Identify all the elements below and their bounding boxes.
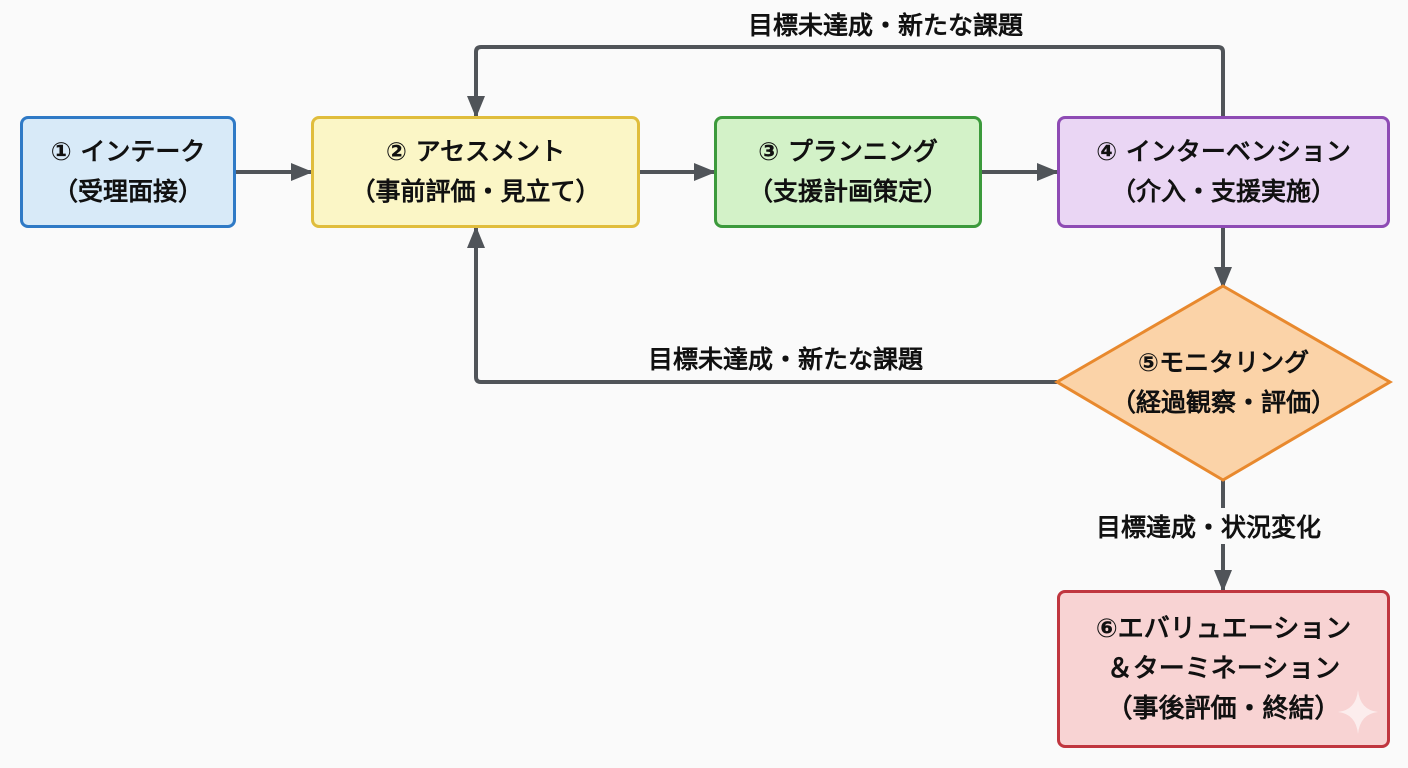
node-evaluation-termination[interactable]: ⑥エバリュエーション ＆ターミネーション （事後評価・終結） bbox=[1057, 590, 1390, 748]
sparkle-icon bbox=[1338, 690, 1378, 734]
node-assessment[interactable]: ② アセスメント （事前評価・見立て） bbox=[311, 116, 640, 228]
monitoring-diamond[interactable] bbox=[1054, 284, 1393, 482]
node-intervention-subtitle: （介入・支援実施） bbox=[1110, 177, 1336, 206]
edge-label-goal-achieved: 目標達成・状況変化 bbox=[1094, 508, 1324, 544]
node-intake-subtitle: （受理面接） bbox=[52, 177, 203, 206]
edge-label-monitoring-loop: 目標未達成・新たな課題 bbox=[648, 345, 924, 374]
node-monitoring-title: ⑤モニタリング bbox=[1137, 348, 1310, 377]
node-assessment-title: ② アセスメント bbox=[385, 137, 566, 166]
node-planning-title: ③ プランニング bbox=[758, 137, 938, 166]
edge-monitoring-loop-to-assessment bbox=[467, 226, 1057, 384]
node-intake[interactable]: ① インテーク （受理面接） bbox=[20, 116, 236, 228]
node-assessment-subtitle: （事前評価・見立て） bbox=[350, 177, 601, 206]
node-intervention[interactable]: ④ インターベンション （介入・支援実施） bbox=[1057, 116, 1390, 228]
node-termination-title: ＆ターミネーション bbox=[1106, 654, 1341, 684]
node-intervention-title: ④ インターベンション bbox=[1096, 137, 1351, 166]
node-planning[interactable]: ③ プランニング （支援計画策定） bbox=[714, 116, 982, 228]
node-monitoring: ⑤モニタリング （経過観察・評価） bbox=[1057, 286, 1390, 480]
node-evaluation-title: ⑥エバリュエーション bbox=[1095, 614, 1352, 644]
edge-label-top-loop: 目標未達成・新たな課題 bbox=[748, 11, 1024, 40]
node-planning-subtitle: （支援計画策定） bbox=[747, 177, 948, 206]
node-evaluation-subtitle: （事後評価・終結） bbox=[1106, 694, 1341, 724]
edge-intervention-loop-to-assessment bbox=[467, 45, 1225, 118]
node-monitoring-subtitle: （経過観察・評価） bbox=[1110, 388, 1336, 417]
node-intake-title: ① インテーク bbox=[50, 137, 206, 166]
